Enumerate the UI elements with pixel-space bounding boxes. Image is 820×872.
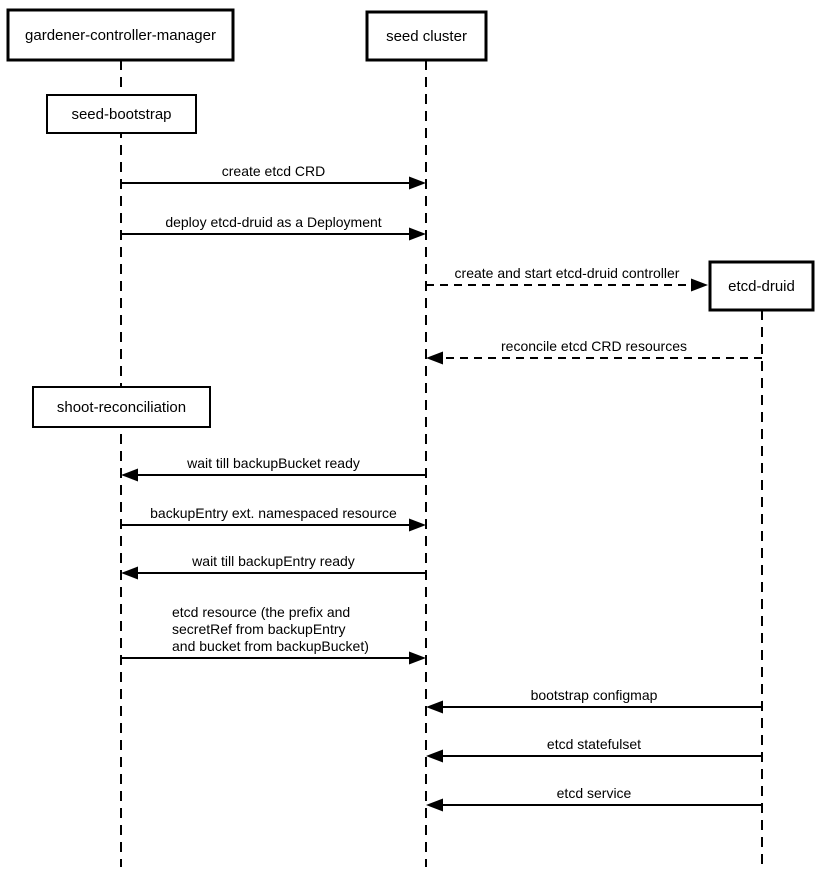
arrowhead-icon (409, 176, 426, 190)
message-backupentry-ext: backupEntry ext. namespaced resource (121, 505, 426, 532)
message-deploy-etcd-druid: deploy etcd-druid as a Deployment (121, 214, 426, 241)
step-seed-bootstrap: seed-bootstrap (46, 94, 197, 134)
lifelines-layer (120, 60, 763, 867)
arrowhead-icon (409, 518, 426, 532)
arrowhead-icon (409, 651, 426, 665)
message-label: create and start etcd-druid controller (455, 265, 680, 281)
boxes-layer: gardener-controller-manager seed cluster e… (6, 8, 815, 428)
actor-druid-rect (708, 260, 815, 312)
arrowhead-icon (691, 278, 708, 292)
messages-layer: create etcd CRD deploy etcd-druid as a De… (121, 163, 762, 812)
message-label: deploy etcd-druid as a Deployment (165, 214, 381, 230)
actor-gcm-rect (6, 8, 235, 62)
message-label: backupEntry ext. namespaced resource (150, 505, 397, 521)
message-wait-backupbucket: wait till backupBucket ready (121, 455, 426, 482)
actor-gcm: gardener-controller-manager (6, 8, 235, 62)
message-label: wait till backupEntry ready (191, 553, 355, 569)
arrowhead-icon (121, 468, 138, 482)
actor-druid-label: etcd-druid (728, 278, 795, 295)
message-etcd-statefulset: etcd statefulset (426, 736, 762, 763)
actor-gcm-label: gardener-controller-manager (25, 27, 216, 44)
step-shoot-reconciliation-label: shoot-reconciliation (57, 399, 186, 416)
arrowhead-icon (426, 749, 443, 763)
arrowhead-icon (426, 700, 443, 714)
step-shoot-reconciliation-rect (32, 386, 211, 428)
actor-seed-rect (365, 10, 488, 62)
message-label: wait till backupBucket ready (186, 455, 360, 471)
message-label: bootstrap configmap (531, 687, 658, 703)
message-label: reconcile etcd CRD resources (501, 338, 687, 354)
arrowhead-icon (121, 566, 138, 580)
message-label: etcd statefulset (547, 736, 641, 752)
message-label: secretRef from backupEntry (172, 621, 346, 637)
message-label: etcd resource (the prefix and (172, 604, 350, 620)
step-shoot-reconciliation: shoot-reconciliation (32, 386, 211, 428)
message-label: create etcd CRD (222, 163, 325, 179)
step-seed-bootstrap-label: seed-bootstrap (71, 106, 171, 123)
message-bootstrap-configmap: bootstrap configmap (426, 687, 762, 714)
message-reconcile-etcd-crd: reconcile etcd CRD resources (426, 338, 762, 365)
message-etcd-service: etcd service (426, 785, 762, 812)
actor-druid: etcd-druid (708, 260, 815, 312)
message-create-etcd-crd: create etcd CRD (121, 163, 426, 190)
message-create-start-druid: create and start etcd-druid controller (426, 265, 708, 292)
message-wait-backupentry: wait till backupEntry ready (121, 553, 426, 580)
arrowhead-icon (426, 798, 443, 812)
message-label: and bucket from backupBucket) (172, 638, 369, 654)
actor-seed-label: seed cluster (386, 28, 467, 45)
arrowhead-icon (426, 351, 443, 365)
message-label: etcd service (557, 785, 632, 801)
actor-seed: seed cluster (365, 10, 488, 62)
arrowhead-icon (409, 227, 426, 241)
step-seed-bootstrap-rect (46, 94, 197, 134)
